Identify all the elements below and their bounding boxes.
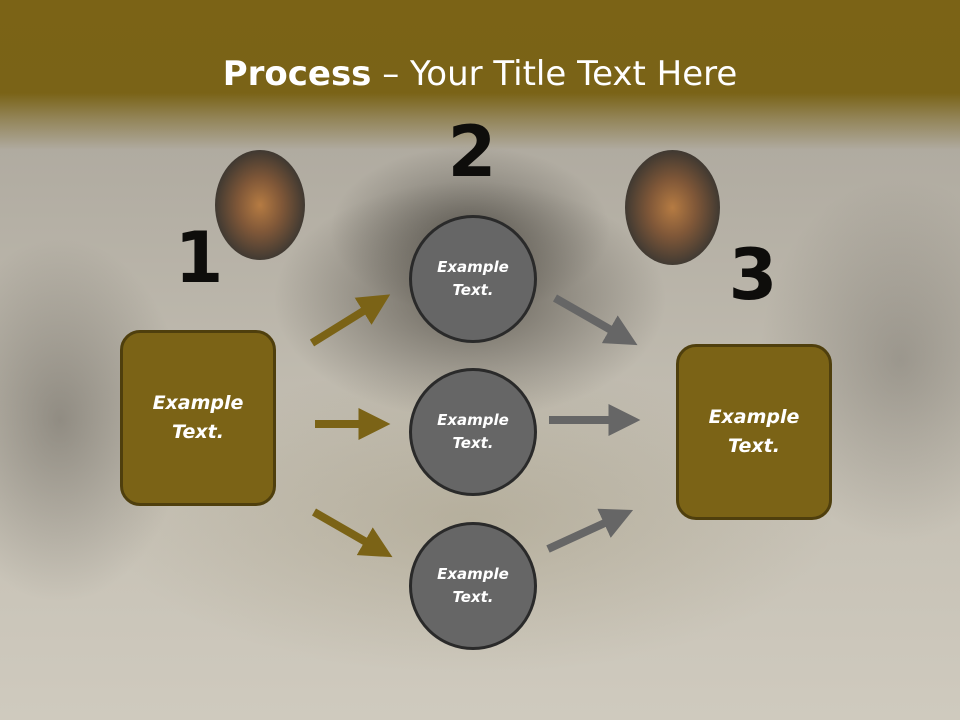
start-box[interactable]: Example Text. (120, 330, 276, 506)
start-box-line1: Example (152, 392, 244, 414)
title-rest-text: – Your Title Text Here (371, 54, 738, 94)
end-box[interactable]: Example Text. (676, 344, 832, 520)
arrow-to-circle-top (309, 294, 391, 347)
end-box-line1: Example (708, 406, 800, 428)
circle-middle-line2: Text. (452, 434, 494, 452)
arrow-from-circle-top (553, 294, 638, 346)
circle-top-line1: Example (437, 258, 509, 276)
circle-bottom-line1: Example (437, 565, 509, 583)
step-number-3[interactable]: 3 (728, 234, 778, 316)
circle-top[interactable]: Example Text. (409, 215, 537, 343)
arrow-to-circle-bottom (312, 508, 393, 558)
circle-bottom-line2: Text. (452, 588, 494, 606)
circle-middle-line1: Example (437, 411, 509, 429)
circle-middle[interactable]: Example Text. (409, 368, 537, 496)
start-box-line2: Text. (172, 421, 224, 443)
step-number-2[interactable]: 2 (447, 111, 497, 193)
circle-bottom[interactable]: Example Text. (409, 522, 537, 650)
toad-right-eye (625, 150, 720, 265)
title-bold-text: Process (222, 54, 372, 94)
title-banner (0, 0, 960, 150)
toad-left-eye (215, 150, 305, 260)
arrow-from-circle-bottom (546, 508, 634, 553)
slide-title[interactable]: Process – Your Title Text Here (0, 52, 960, 96)
circle-top-line2: Text. (452, 281, 494, 299)
end-box-line2: Text. (728, 435, 780, 457)
step-number-1[interactable]: 1 (174, 217, 224, 299)
